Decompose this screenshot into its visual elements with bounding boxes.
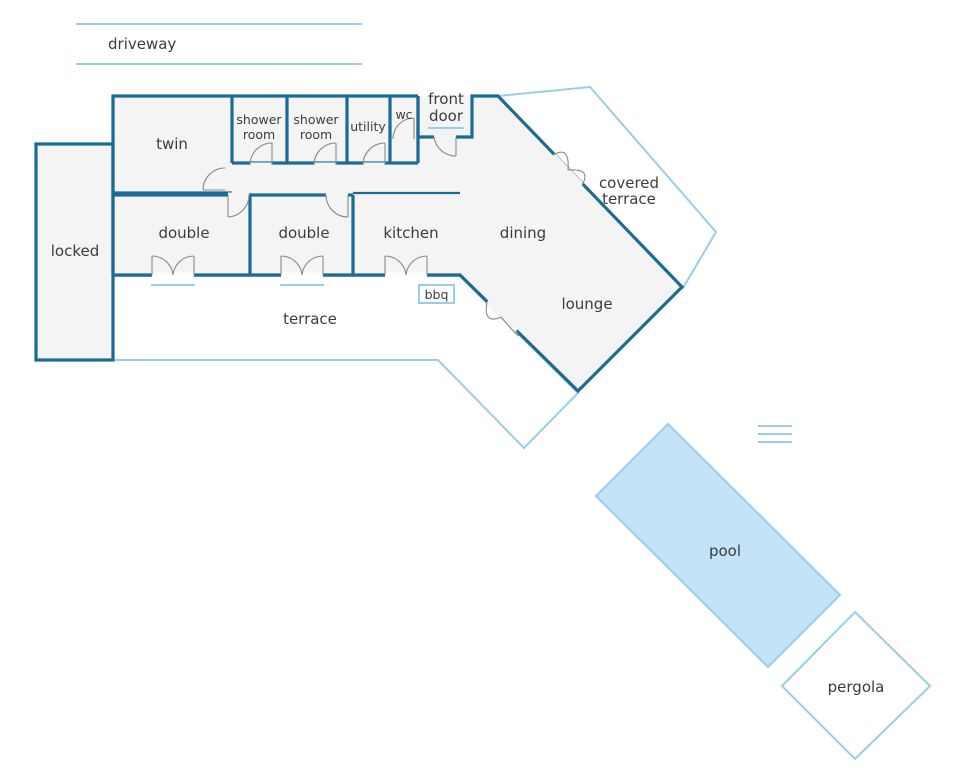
double-1-label: double: [158, 224, 209, 242]
door-swing-icon: [362, 142, 386, 166]
pergola: [780, 610, 932, 761]
door-swing-icon: [485, 301, 519, 337]
driveway-label: driveway: [108, 35, 176, 53]
door-swing-icon: [249, 142, 273, 166]
door-swing-icon: [202, 167, 226, 191]
door-swing-icon: [325, 194, 349, 218]
pool: [594, 422, 842, 669]
pergola-label: pergola: [828, 678, 885, 696]
lounge-label: lounge: [561, 295, 612, 313]
driveway: driveway: [76, 23, 362, 65]
kitchen-label: kitchen: [383, 224, 438, 242]
door-swing-icon: [433, 136, 457, 157]
shower-room-1-label-line2: room: [243, 127, 275, 142]
north-west-wall: [111, 94, 418, 275]
shower-room-1-label-line1: shower: [236, 112, 282, 127]
bbq-label: bbq: [425, 287, 449, 302]
bbq-box: [418, 284, 455, 304]
utility-label: utility: [350, 119, 386, 134]
covered-terrace-label-line1: covered: [599, 174, 659, 192]
house: [34, 94, 685, 394]
double-2-label: double: [278, 224, 329, 242]
door-swing-icon: [392, 117, 415, 140]
locked-label: locked: [51, 242, 100, 260]
front-door-label-line1: front: [428, 90, 464, 108]
twin-label: twin: [156, 135, 188, 153]
bbq: bbq: [418, 284, 455, 304]
door-gap-covered-terrace: [551, 153, 584, 187]
wc-label: wc: [395, 107, 412, 122]
locked-room-floor: [36, 144, 113, 360]
door-swing-icon: [280, 255, 324, 276]
front-door-label-line2: door: [429, 107, 464, 125]
main-floor: [113, 96, 682, 391]
door-gap-lounge-terrace: [485, 300, 518, 333]
door-swing-icon: [151, 255, 195, 276]
pool-label: pool: [709, 542, 741, 560]
shower-room-2-label-line1: shower: [293, 112, 339, 127]
door-swing-icon: [552, 151, 586, 186]
pool-steps-icon: [758, 425, 792, 443]
terrace-label: terrace: [283, 310, 337, 328]
door-swing-icon: [384, 255, 428, 276]
door-swing-icon: [313, 142, 337, 166]
dining-label: dining: [500, 224, 546, 242]
shower-room-2-label-line2: room: [300, 127, 332, 142]
door-swing-icon: [227, 194, 250, 218]
covered-terrace-label-line2: terrace: [602, 190, 656, 208]
